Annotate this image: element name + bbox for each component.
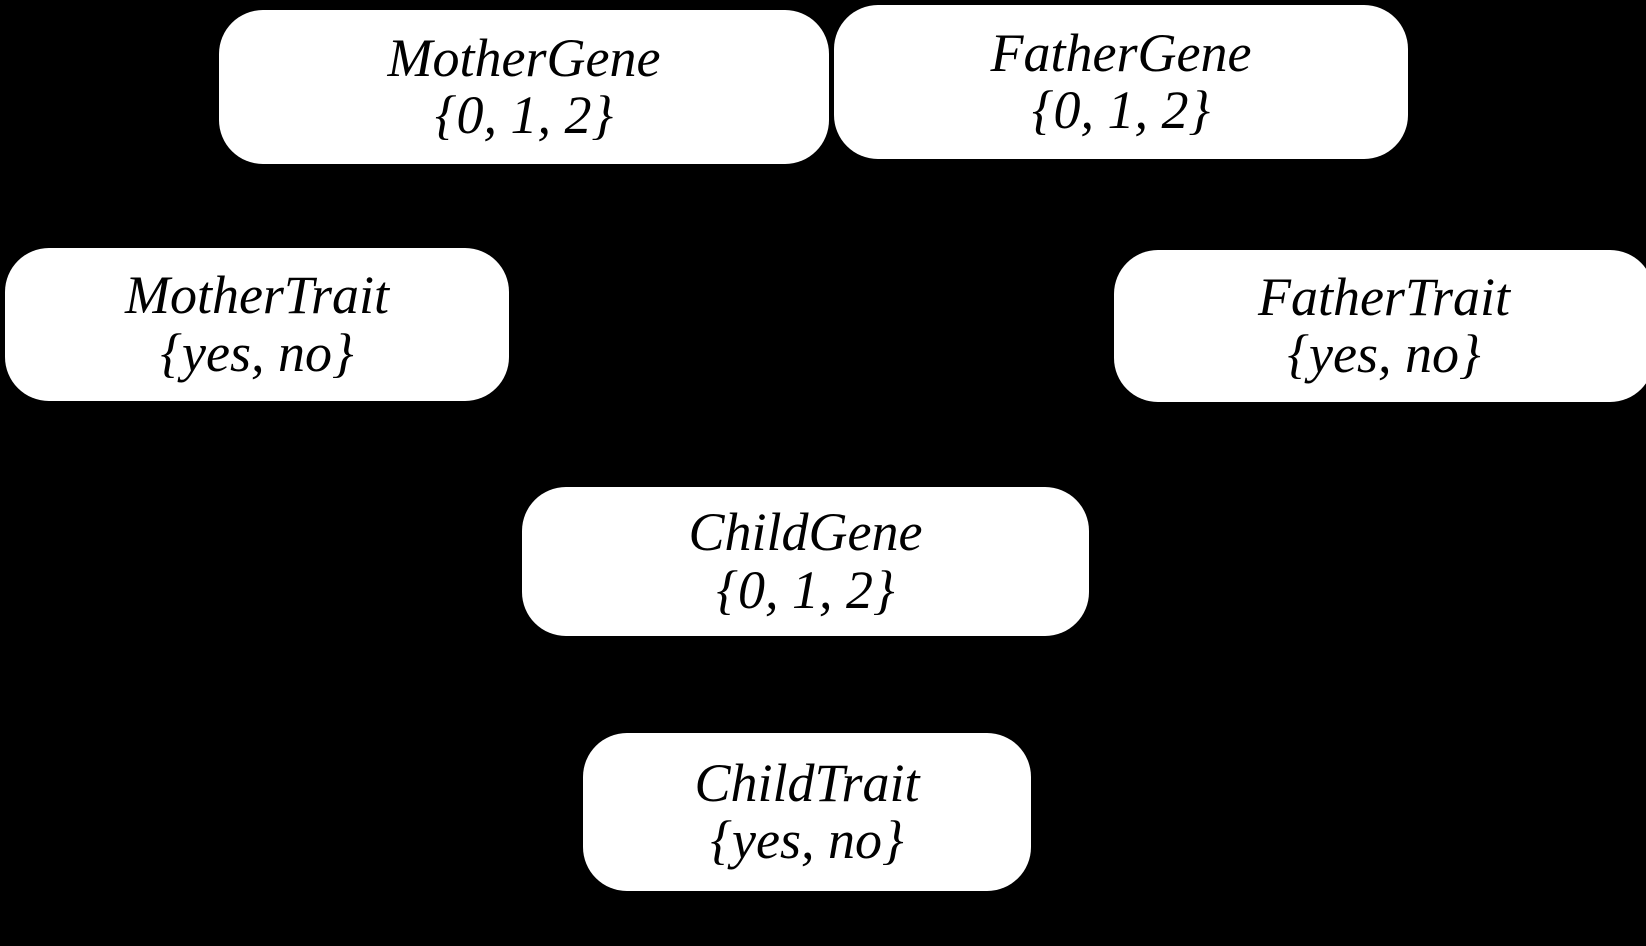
node-father-gene-label: FatherGene: [990, 22, 1252, 83]
node-mother-gene-label: MotherGene: [387, 27, 661, 88]
node-child-gene-label: ChildGene: [688, 502, 923, 563]
node-father-trait[interactable]: FatherTrait {yes, no}: [1114, 250, 1646, 402]
node-child-trait-label: ChildTrait: [694, 752, 920, 813]
node-child-trait-domain: {yes, no}: [710, 810, 904, 870]
node-mother-trait-domain: {yes, no}: [160, 322, 354, 383]
node-father-gene[interactable]: FatherGene {0, 1, 2}: [834, 5, 1408, 159]
node-father-gene-domain: {0, 1, 2}: [1031, 80, 1211, 140]
node-mother-gene[interactable]: MotherGene {0, 1, 2}: [219, 10, 829, 164]
node-father-trait-domain: {yes, no}: [1287, 324, 1481, 384]
node-mother-trait[interactable]: MotherTrait {yes, no}: [5, 248, 509, 401]
node-child-trait[interactable]: ChildTrait {yes, no}: [583, 733, 1031, 891]
node-mother-gene-domain: {0, 1, 2}: [434, 85, 614, 145]
node-mother-trait-label: MotherTrait: [124, 265, 390, 326]
node-child-gene-domain: {0, 1, 2}: [716, 559, 895, 620]
node-child-gene[interactable]: ChildGene {0, 1, 2}: [522, 487, 1089, 636]
node-father-trait-label: FatherTrait: [1257, 266, 1511, 327]
